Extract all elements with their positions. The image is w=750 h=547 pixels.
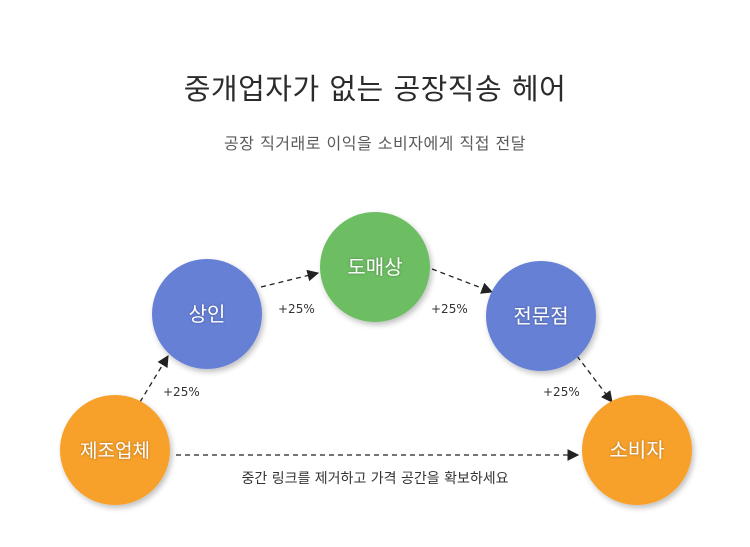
edge-label-wholesaler-specialty: +25% xyxy=(431,302,468,316)
node-manufacturer: 제조업체 xyxy=(60,395,170,505)
direct-route-note: 중간 링크를 제거하고 가격 공간을 확보하세요 xyxy=(242,471,509,487)
node-label-manufacturer: 제조업체 xyxy=(80,440,150,462)
node-merchant: 상인 xyxy=(152,259,262,369)
node-wholesaler: 도매상 xyxy=(320,212,430,322)
node-specialty-store: 전문점 xyxy=(486,261,596,371)
node-label-merchant: 상인 xyxy=(189,302,226,326)
page-subtitle: 공장 직거래로 이익을 소비자에게 직접 전달 xyxy=(224,134,526,153)
node-label-consumer: 소비자 xyxy=(609,438,664,462)
node-consumer: 소비자 xyxy=(582,395,692,505)
node-label-wholesaler: 도매상 xyxy=(347,255,402,279)
arrow-specialty-to-consumer xyxy=(576,355,613,403)
edge-label-manufacturer-merchant: +25% xyxy=(163,385,200,399)
arrow-wholesaler-to-specialty xyxy=(431,268,494,294)
edge-label-specialty-consumer: +25% xyxy=(543,385,580,399)
page-title: 중개업자가 없는 공장직송 헤어 xyxy=(183,72,567,106)
node-label-specialty-store: 전문점 xyxy=(513,304,568,328)
arrow-merchant-to-wholesaler xyxy=(260,269,320,288)
edge-label-merchant-wholesaler: +25% xyxy=(278,302,315,316)
